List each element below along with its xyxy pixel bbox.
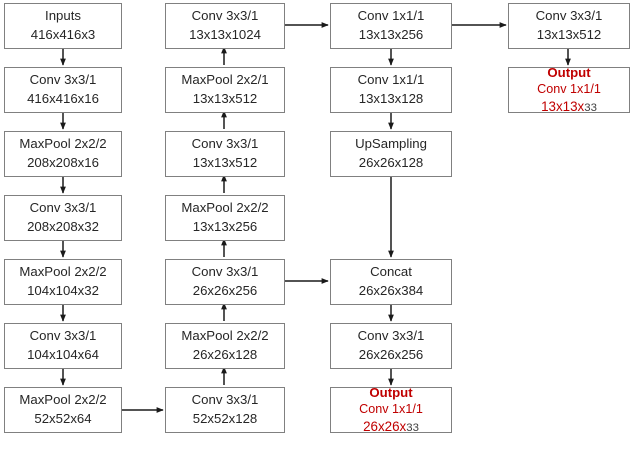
node-label-secondary: 104x104x64 — [27, 347, 99, 362]
node-label-primary: Inputs — [45, 8, 81, 24]
node-label-primary: UpSampling — [355, 136, 427, 152]
node-label-secondary: 26x26x256 — [192, 283, 258, 298]
node-label-primary: MaxPool 2x2/2 — [19, 264, 107, 280]
node-label-secondary: 26x26x256 — [358, 347, 424, 362]
node-label-secondary: 208x208x16 — [27, 155, 99, 170]
node-label-primary: MaxPool 2x2/2 — [19, 392, 107, 408]
node-label-secondary: 26x26x128 — [192, 347, 258, 362]
node-label-primary: Conv 3x3/1 — [191, 8, 259, 24]
node-label-secondary: 208x208x32 — [27, 219, 99, 234]
node-n15: Conv 1x1/1 13x13x256 — [330, 3, 452, 49]
node-label-primary: MaxPool 2x2/2 — [181, 328, 269, 344]
node-n8: Conv 3x3/1 13x13x1024 — [165, 3, 285, 49]
node-label-primary: Conv 3x3/1 — [191, 264, 259, 280]
node-label-secondary: 13x13x512 — [192, 91, 258, 106]
node-label-secondary: 13x13x512 — [536, 27, 602, 42]
node-label-primary: MaxPool 2x2/2 — [181, 200, 269, 216]
dimension-channels: 33 — [406, 421, 419, 434]
node-label-primary: Conv 3x3/1 — [357, 328, 425, 344]
node-label-secondary: 13x13x1024 — [189, 27, 261, 42]
node-label-dimensions: 13x13x33 — [541, 98, 597, 116]
node-n9: MaxPool 2x2/1 13x13x512 — [165, 67, 285, 113]
node-label-primary: Conv 3x3/1 — [29, 72, 97, 88]
node-label-primary: Conv 1x1/1 — [357, 72, 425, 88]
node-n12: Conv 3x3/1 26x26x256 — [165, 259, 285, 305]
dimension-prefix: 26x26x — [363, 418, 407, 434]
node-n2: Conv 3x3/1 416x416x16 — [4, 67, 122, 113]
node-label-secondary: Conv 1x1/1 — [537, 82, 601, 97]
node-n13: MaxPool 2x2/2 26x26x128 — [165, 323, 285, 369]
node-label-secondary: 104x104x32 — [27, 283, 99, 298]
dimension-prefix: 13x13x — [541, 98, 585, 114]
node-label-secondary: 26x26x384 — [358, 283, 424, 298]
node-n11: MaxPool 2x2/2 13x13x256 — [165, 195, 285, 241]
node-n5: MaxPool 2x2/2 104x104x32 — [4, 259, 122, 305]
node-n16: Conv 1x1/1 13x13x128 — [330, 67, 452, 113]
node-n21: Conv 3x3/1 13x13x512 — [508, 3, 630, 49]
node-n4: Conv 3x3/1 208x208x32 — [4, 195, 122, 241]
node-n19: Conv 3x3/1 26x26x256 — [330, 323, 452, 369]
node-label-primary: Conv 3x3/1 — [29, 200, 97, 216]
node-label-primary: Output — [547, 65, 591, 81]
node-label-secondary: 13x13x512 — [192, 155, 258, 170]
node-label-primary: Concat — [370, 264, 412, 280]
node-label-secondary: 416x416x16 — [27, 91, 99, 106]
node-label-secondary: 13x13x256 — [192, 219, 258, 234]
node-n6: Conv 3x3/1 104x104x64 — [4, 323, 122, 369]
node-n1: Inputs 416x416x3 — [4, 3, 122, 49]
node-label-primary: Output — [369, 385, 413, 401]
node-label-primary: Conv 3x3/1 — [191, 136, 259, 152]
node-n7: MaxPool 2x2/2 52x52x64 — [4, 387, 122, 433]
node-label-primary: MaxPool 2x2/1 — [181, 72, 269, 88]
node-label-secondary: Conv 1x1/1 — [359, 402, 423, 417]
node-n18: Concat 26x26x384 — [330, 259, 452, 305]
node-n14: Conv 3x3/1 52x52x128 — [165, 387, 285, 433]
node-label-secondary: 52x52x64 — [34, 411, 92, 426]
node-n17: UpSampling 26x26x128 — [330, 131, 452, 177]
node-label-primary: MaxPool 2x2/2 — [19, 136, 107, 152]
node-label-secondary: 13x13x256 — [358, 27, 424, 42]
node-label-secondary: 416x416x3 — [30, 27, 96, 42]
node-n3: MaxPool 2x2/2 208x208x16 — [4, 131, 122, 177]
node-label-primary: Conv 3x3/1 — [29, 328, 97, 344]
node-label-primary: Conv 3x3/1 — [535, 8, 603, 24]
node-label-dimensions: 26x26x33 — [363, 418, 419, 436]
node-n10: Conv 3x3/1 13x13x512 — [165, 131, 285, 177]
node-label-primary: Conv 1x1/1 — [357, 8, 425, 24]
node-label-secondary: 26x26x128 — [358, 155, 424, 170]
node-label-secondary: 52x52x128 — [192, 411, 258, 426]
node-label-secondary: 13x13x128 — [358, 91, 424, 106]
node-label-primary: Conv 3x3/1 — [191, 392, 259, 408]
dimension-channels: 33 — [584, 101, 597, 114]
